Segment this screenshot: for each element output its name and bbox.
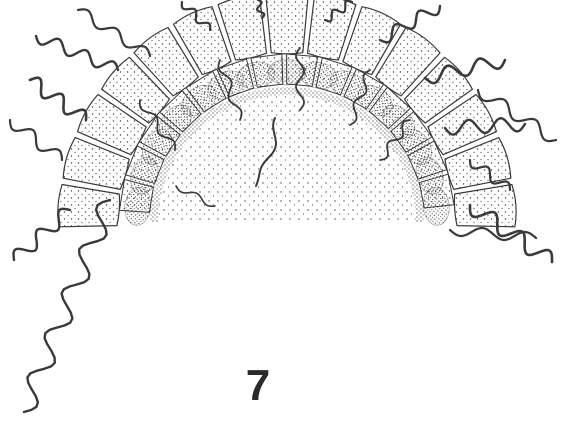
flagellum [36, 36, 118, 70]
figure-number: 7 [238, 364, 278, 408]
outer-cell [58, 185, 120, 227]
flagellum [10, 120, 62, 160]
flagellum [30, 78, 86, 120]
outer-cell [266, 0, 308, 54]
outer-cell [454, 185, 516, 227]
